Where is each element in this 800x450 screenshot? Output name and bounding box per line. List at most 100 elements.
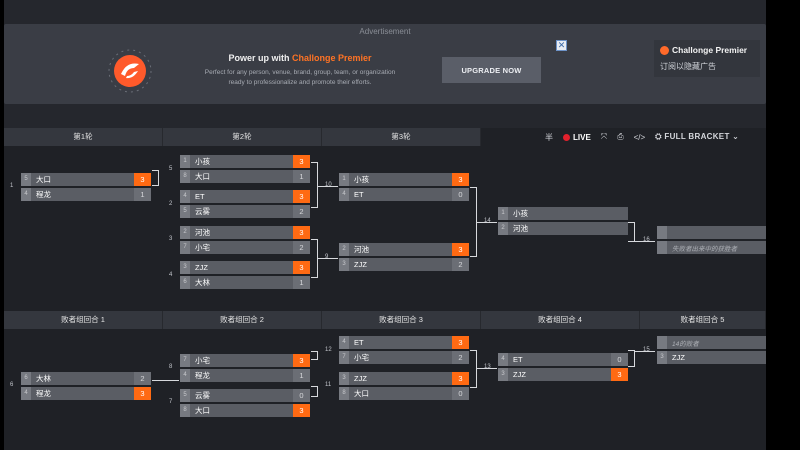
match-number: 15 bbox=[643, 347, 650, 353]
player-score: 3 bbox=[293, 155, 310, 168]
player-name: ZJZ bbox=[195, 263, 208, 272]
embed-icon[interactable]: </> bbox=[633, 132, 646, 142]
player-seed: 4 bbox=[180, 190, 190, 203]
match-m16[interactable]: 失败者出来中的获胜者 bbox=[657, 226, 766, 256]
player-seed: 2 bbox=[339, 243, 349, 256]
match-number: 2 bbox=[169, 201, 173, 207]
connector-line bbox=[311, 239, 318, 278]
hide-ads-link[interactable]: 订阅以隐藏广告 bbox=[660, 62, 716, 71]
player-name: 程龙 bbox=[36, 389, 51, 398]
player-seed: 7 bbox=[180, 354, 190, 367]
full-bracket-button[interactable]: ⛭ FULL BRACKET ⌄ bbox=[655, 132, 739, 142]
player-name: 程龙 bbox=[195, 371, 210, 380]
player-seed: 6 bbox=[180, 276, 190, 289]
player-name: ET bbox=[354, 338, 364, 347]
upgrade-now-button[interactable]: UPGRADE NOW bbox=[442, 57, 541, 83]
connector-line bbox=[628, 222, 635, 242]
connector-line bbox=[477, 368, 497, 369]
player-name: 小宅 bbox=[195, 243, 210, 252]
player-seed: 8 bbox=[339, 387, 349, 400]
print-icon[interactable]: ⎙ bbox=[617, 132, 624, 141]
match-player-row[interactable] bbox=[657, 226, 766, 239]
player-score: 0 bbox=[611, 353, 628, 366]
match-player-row[interactable]: 4 程龙 3 bbox=[21, 387, 151, 400]
player-seed: 8 bbox=[180, 170, 190, 183]
player-name: 大林 bbox=[195, 278, 210, 287]
player-name: ZJZ bbox=[354, 260, 367, 269]
player-name: ZJZ bbox=[354, 374, 367, 383]
round-header-losers-2: 败者组回合 2 bbox=[163, 311, 322, 329]
premier-side-card[interactable]: Challonge Premier 订阅以隐藏广告 bbox=[654, 40, 760, 77]
player-seed: 4 bbox=[21, 387, 31, 400]
player-seed: 8 bbox=[180, 404, 190, 417]
match-number: 1 bbox=[10, 183, 14, 189]
ad-close-icon[interactable]: ✕ bbox=[556, 40, 567, 51]
match-player-row[interactable]: 失败者出来中的获胜者 bbox=[657, 241, 766, 254]
connector-line bbox=[318, 258, 338, 259]
half-view-icon[interactable]: 半 bbox=[545, 132, 553, 142]
match-number: 10 bbox=[325, 182, 332, 188]
player-score: 3 bbox=[611, 368, 628, 381]
player-seed: 3 bbox=[339, 258, 349, 271]
round-header-losers-4: 败者组回合 4 bbox=[481, 311, 640, 329]
live-indicator[interactable]: LIVE bbox=[563, 133, 591, 142]
player-name: 小宅 bbox=[354, 353, 369, 362]
player-name: ZJZ bbox=[513, 370, 526, 379]
player-score: 3 bbox=[293, 404, 310, 417]
player-seed: 1 bbox=[498, 207, 508, 220]
round-header-1: 第1轮 bbox=[4, 128, 163, 146]
match-number: 3 bbox=[169, 236, 173, 242]
player-name: 云雾 bbox=[195, 391, 210, 400]
player-name: ZJZ bbox=[672, 353, 685, 362]
expand-icon[interactable]: ⤧ bbox=[600, 132, 608, 141]
player-score: 3 bbox=[134, 387, 151, 400]
player-score: 3 bbox=[452, 173, 469, 186]
challonge-logo-icon bbox=[108, 49, 152, 93]
match-player-row[interactable]: 14的败者 bbox=[657, 336, 766, 349]
player-seed: 2 bbox=[180, 226, 190, 239]
